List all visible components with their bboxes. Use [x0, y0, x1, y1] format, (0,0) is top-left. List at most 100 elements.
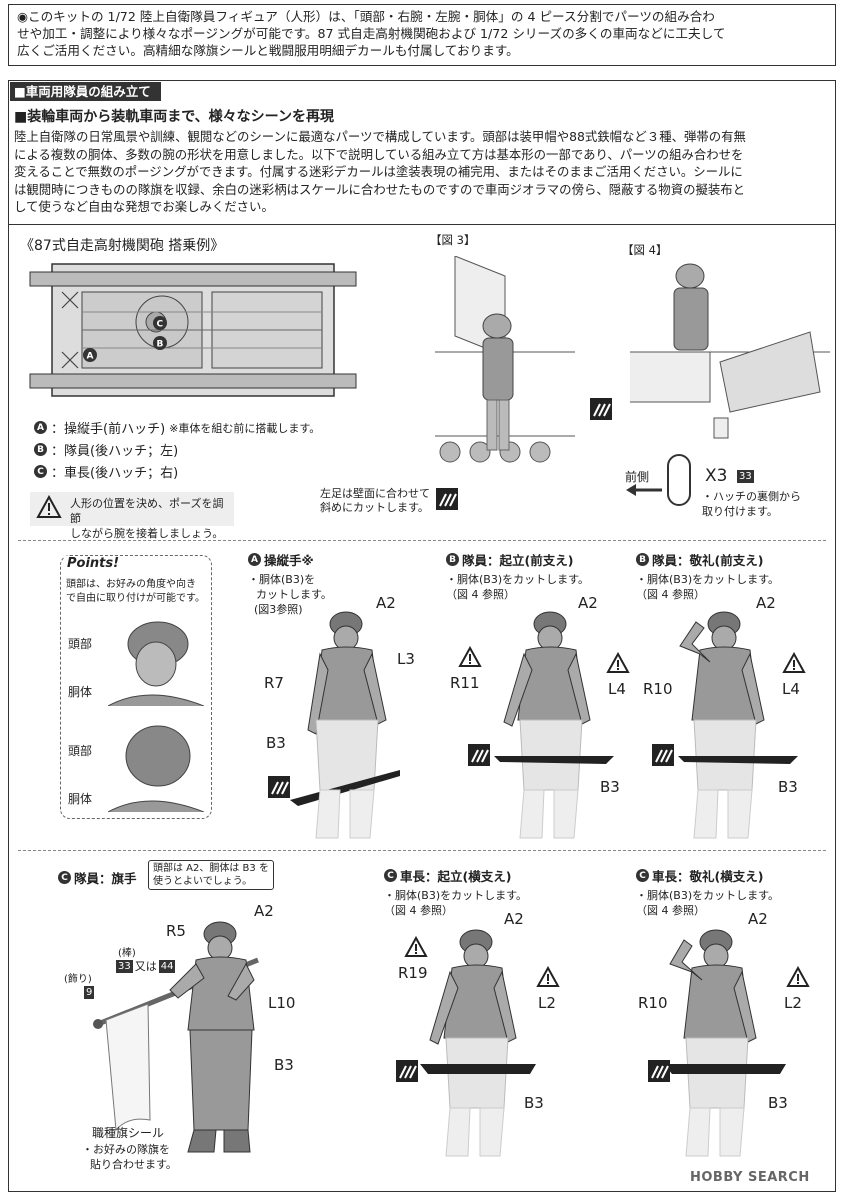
fig3-cut-icon-wrap: [590, 398, 612, 424]
mark: C: [384, 869, 397, 882]
figure-c2-note: ・胴体(B3)をカットします。 （図 4 参照）: [384, 888, 527, 918]
body-line: 変えることで無数のポージングができます。付属する迷彩デカールは塗装表現の補完用、…: [14, 164, 743, 180]
warning-icon: [786, 966, 810, 987]
flag-bearer-figure: [93, 921, 259, 1153]
points-label: 頭部: [68, 744, 93, 758]
main-frame: [8, 80, 836, 1192]
note-line: ・胴体(B3)をカットします。: [636, 889, 780, 902]
note-line: ・胴体(B3)をカットします。: [636, 573, 780, 586]
soldier-figure-b2: [678, 611, 798, 839]
pole-label: (棒): [118, 948, 136, 959]
sticker-note: ・お好みの隊旗を 貼り合わせます。: [82, 1142, 177, 1172]
vehicle-top-view: C B A: [29, 263, 357, 397]
body-line: は観閲時につきものの隊旗を収録、余白の迷彩柄はスケールに合わせたものですので車両…: [14, 181, 746, 197]
cut-icon: [652, 744, 674, 766]
figure-title-text: 車長：敬礼(横支え): [652, 869, 764, 884]
cut-icon: [468, 744, 490, 766]
fig4-label: 【図 4】: [622, 243, 668, 257]
warning-icon: [404, 936, 428, 957]
mark: B: [636, 553, 649, 566]
part-label: A2: [254, 902, 274, 920]
note-line: （図 4 参照）: [636, 588, 705, 601]
mark: C: [58, 871, 71, 884]
watermark: HOBBY SEARCH: [690, 1170, 810, 1185]
flag-hint-line: 使うとよいでしょう。: [153, 876, 253, 887]
pole-or: 又は: [134, 960, 157, 973]
warning-box: 人形の位置を決め、ポーズを調節 しながら腕を接着しましょう。: [30, 492, 234, 540]
note-line: ・胴体(B3)をカットします。: [446, 573, 590, 586]
part-label: L3: [397, 650, 415, 668]
figure-b1-note: ・胴体(B3)をカットします。 （図 4 参照）: [446, 572, 589, 602]
sticker-note-line: 貼り合わせます。: [90, 1158, 177, 1171]
legend-item-a: A ：操縦手(前ハッチ) ※車体を組む前に搭載します。: [34, 418, 320, 437]
legend-text: ：車長(後ハッチ；右): [51, 466, 179, 481]
fig4-note: ・ハッチの裏側から 取り付けます。: [702, 489, 801, 519]
cut-icon: [590, 398, 612, 420]
mark: C: [636, 869, 649, 882]
cut-icon: [648, 1060, 670, 1082]
figure-b2-note: ・胴体(B3)をカットします。 （図 4 参照）: [636, 572, 779, 602]
figure-c1-title: C 隊員：旗手: [58, 868, 137, 887]
figure-title-text: 隊員：起立(前支え): [462, 553, 574, 568]
legend-text: ：操縦手(前ハッチ): [51, 422, 166, 437]
soldier-figure-a: [290, 611, 400, 839]
legend-item-b: B ：隊員(後ハッチ；左): [34, 440, 178, 459]
points-text: 頭部は、お好みの角度や向き で自由に取り付けが可能です。: [66, 578, 205, 606]
mark: A: [248, 553, 261, 566]
part-label: A2: [376, 594, 396, 612]
fig3-note-line: 左足は壁面に合わせて: [320, 487, 430, 500]
warning-line: 人形の位置を決め、ポーズを調節: [70, 497, 224, 525]
legend-item-c: C ：車長(後ハッチ；右): [34, 462, 178, 481]
section-subtitle: ■装輪車両から装軌車両まで、様々なシーンを再現: [14, 109, 334, 125]
crew-title: 《87式自走高射機関砲 搭乗例》: [20, 238, 225, 254]
part-label: L4: [782, 680, 800, 698]
part-label: L10: [268, 994, 296, 1012]
part-label: L2: [538, 994, 556, 1012]
points-label: 胴体: [68, 792, 93, 806]
part-badge: 44: [158, 959, 176, 973]
svg-text:B: B: [157, 340, 164, 350]
soldier-figure-b1: [494, 611, 614, 839]
points-line: 頭部は、お好みの角度や向き: [66, 579, 196, 590]
legend-text: ：隊員(後ハッチ；左): [51, 444, 179, 459]
dashed-divider: [18, 850, 826, 851]
part-label: B3: [266, 734, 286, 752]
mark-b: B: [34, 443, 47, 456]
part-badge: 33: [737, 470, 754, 483]
sticker-label: 職種旗シール: [92, 1126, 165, 1140]
part-label: B3: [778, 778, 798, 796]
note-line: (図3参照): [254, 603, 303, 616]
note-line: （図 4 参照）: [636, 904, 705, 917]
fig4-illustration: [630, 263, 830, 439]
soldier-figure-c3: [664, 929, 786, 1157]
part-label: B3: [600, 778, 620, 796]
arrow-left-icon: [626, 484, 662, 496]
figure-a-note: ・胴体(B3)を カットします。 (図3参照): [248, 572, 332, 617]
cut-icon: [436, 488, 458, 510]
part-label: L4: [608, 680, 626, 698]
figure-title-text: 操縦手※: [264, 553, 314, 568]
mark-c: C: [34, 465, 47, 478]
cut-icon: [268, 776, 290, 798]
fig3-label: 【図 3】: [430, 233, 476, 247]
divider: [8, 224, 836, 225]
warning-icon: [536, 966, 560, 987]
figure-title-text: 車長：起立(横支え): [400, 869, 512, 884]
points-label: 頭部: [68, 637, 93, 651]
part-label: B3: [524, 1094, 544, 1112]
part-label: R7: [264, 674, 284, 692]
fig3-note-line: 斜めにカットします。: [320, 501, 429, 514]
part-label: A2: [756, 594, 776, 612]
part-label: B3: [768, 1094, 788, 1112]
part-label: A2: [748, 910, 768, 928]
hatch-ring-icon: [667, 454, 691, 506]
fig4-note-line: ・ハッチの裏側から: [702, 490, 801, 503]
body-line: による複数の胴体、多数の腕の形状を用意しました。以下で説明している組み立て方は基…: [14, 146, 744, 162]
pole-parts: 33 又は 44: [116, 958, 176, 974]
flag-hint-line: 頭部は A2、胴体は B3 を: [153, 863, 269, 874]
figure-a-title: A 操縦手※: [248, 550, 314, 569]
points-title: Points!: [64, 556, 123, 571]
mark: B: [446, 553, 459, 566]
dashed-divider: [18, 540, 826, 541]
note-line: カットします。: [256, 588, 332, 601]
